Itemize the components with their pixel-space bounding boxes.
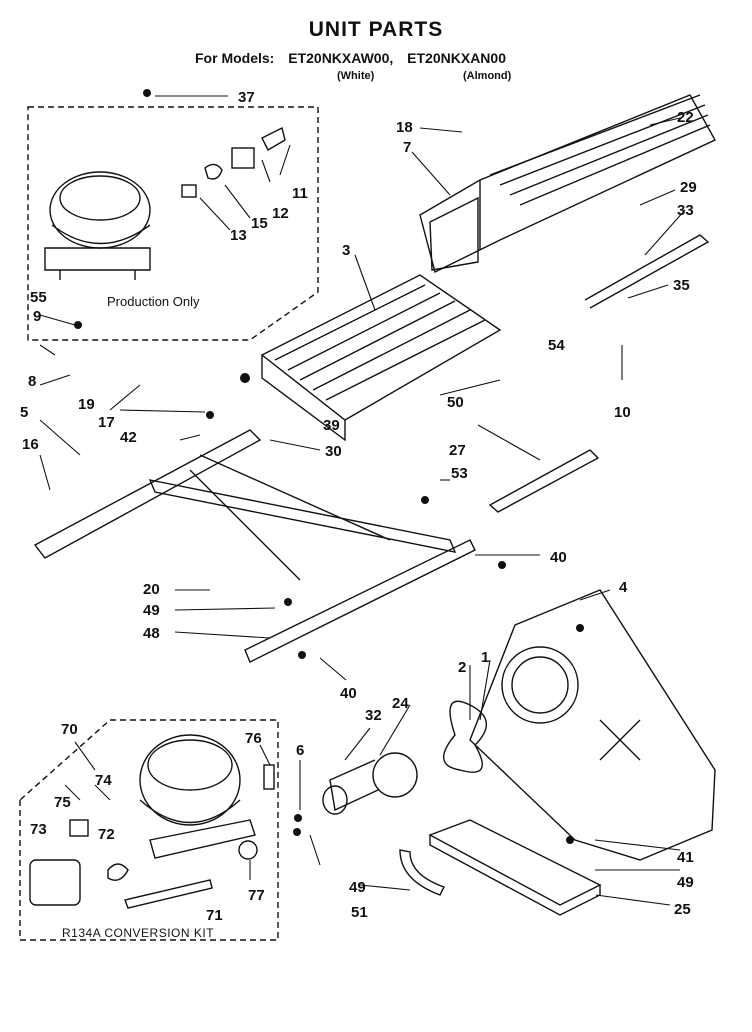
part-label-27: 27: [449, 442, 466, 459]
part-label-75: 75: [54, 794, 71, 811]
fan-blade: [443, 700, 487, 773]
drain-tube: [399, 849, 445, 896]
production-only-note: Production Only: [107, 294, 200, 309]
part-label-42: 42: [120, 429, 137, 446]
model-line: For Models: ET20NKXAW00, ET20NKXAN00: [195, 50, 516, 66]
part-label-51: 51: [351, 904, 368, 921]
evaporator-coil: [260, 274, 502, 442]
part-label-71: 71: [206, 907, 223, 924]
conversion-kit-boundary: [19, 719, 279, 941]
kit-part-76: [263, 764, 275, 790]
part-label-16: 16: [22, 436, 39, 453]
models-prefix: For Models:: [195, 50, 275, 66]
part-label-55: 55: [30, 289, 47, 306]
part-label-6: 6: [296, 742, 305, 759]
leader-lines: [39, 95, 686, 906]
part-label-9: 9: [33, 308, 42, 325]
part-label-5: 5: [20, 404, 29, 421]
part-label-10: 10: [614, 404, 631, 421]
kit-overload: [69, 819, 89, 837]
page-title: UNIT PARTS: [308, 18, 444, 41]
part-label-8: 8: [28, 373, 37, 390]
part-label-41: 41: [677, 849, 694, 866]
part-label-49b: 49: [677, 874, 694, 891]
kit-grommet: [238, 840, 258, 860]
part-label-4: 4: [619, 579, 628, 596]
part-label-40b: 40: [340, 685, 357, 702]
part-label-74: 74: [95, 772, 112, 789]
base-frame: [33, 429, 476, 663]
relay-part: [181, 184, 197, 198]
overload-part: [204, 163, 223, 180]
part-label-35: 35: [673, 277, 690, 294]
part-label-3: 3: [342, 242, 351, 259]
part-label-13: 13: [230, 227, 247, 244]
part-label-54: 54: [548, 337, 565, 354]
part-label-19: 19: [78, 396, 95, 413]
part-label-18: 18: [396, 119, 413, 136]
part-label-20: 20: [143, 581, 160, 598]
part-label-50: 50: [447, 394, 464, 411]
part-label-7: 7: [403, 139, 412, 156]
part-label-30: 30: [325, 443, 342, 460]
part-label-37: 37: [238, 89, 255, 106]
defrost-heater: [584, 234, 710, 309]
conversion-kit-label: R134A CONVERSION KIT: [62, 926, 215, 940]
fan-motor: [322, 752, 418, 815]
model-number-white: ET20NKXAW00,: [288, 50, 394, 66]
compressor-kit: [139, 734, 256, 859]
kit-drier: [124, 879, 213, 909]
kit-relay-box: [29, 859, 81, 906]
clip-part: [261, 126, 286, 151]
part-label-39: 39: [323, 417, 340, 434]
part-label-15: 15: [251, 215, 268, 232]
condenser-coil: [419, 94, 716, 274]
variant-almond: (Almond): [463, 70, 512, 82]
part-label-32: 32: [365, 707, 382, 724]
compressor-original: [44, 171, 151, 280]
part-label-24: 24: [392, 695, 409, 712]
part-label-25: 25: [674, 901, 691, 918]
fasteners: [74, 89, 584, 844]
part-label-1: 1: [481, 649, 490, 666]
drier-tube: [488, 449, 600, 513]
part-label-17: 17: [98, 414, 115, 431]
model-number-almond: ET20NKXAN00: [407, 50, 506, 66]
part-label-2: 2: [458, 659, 467, 676]
part-label-49c: 49: [349, 879, 366, 896]
part-label-77: 77: [248, 887, 265, 904]
part-label-33: 33: [677, 202, 694, 219]
fan-bracket: [469, 589, 716, 861]
variant-white: (White): [337, 70, 375, 82]
drain-pan: [428, 819, 602, 916]
part-label-76: 76: [245, 730, 262, 747]
part-label-22: 22: [677, 109, 694, 126]
part-label-73: 73: [30, 821, 47, 838]
part-label-53: 53: [451, 465, 468, 482]
production-only-boundary: [27, 106, 319, 341]
part-label-70: 70: [61, 721, 78, 738]
part-label-48: 48: [143, 625, 160, 642]
part-label-11: 11: [292, 185, 308, 202]
part-label-72: 72: [98, 826, 115, 843]
part-label-40a: 40: [550, 549, 567, 566]
part-label-29: 29: [680, 179, 697, 196]
start-relay-part: [231, 147, 255, 169]
part-label-49a: 49: [143, 602, 160, 619]
kit-clip: [107, 863, 129, 881]
part-label-12: 12: [272, 205, 289, 222]
